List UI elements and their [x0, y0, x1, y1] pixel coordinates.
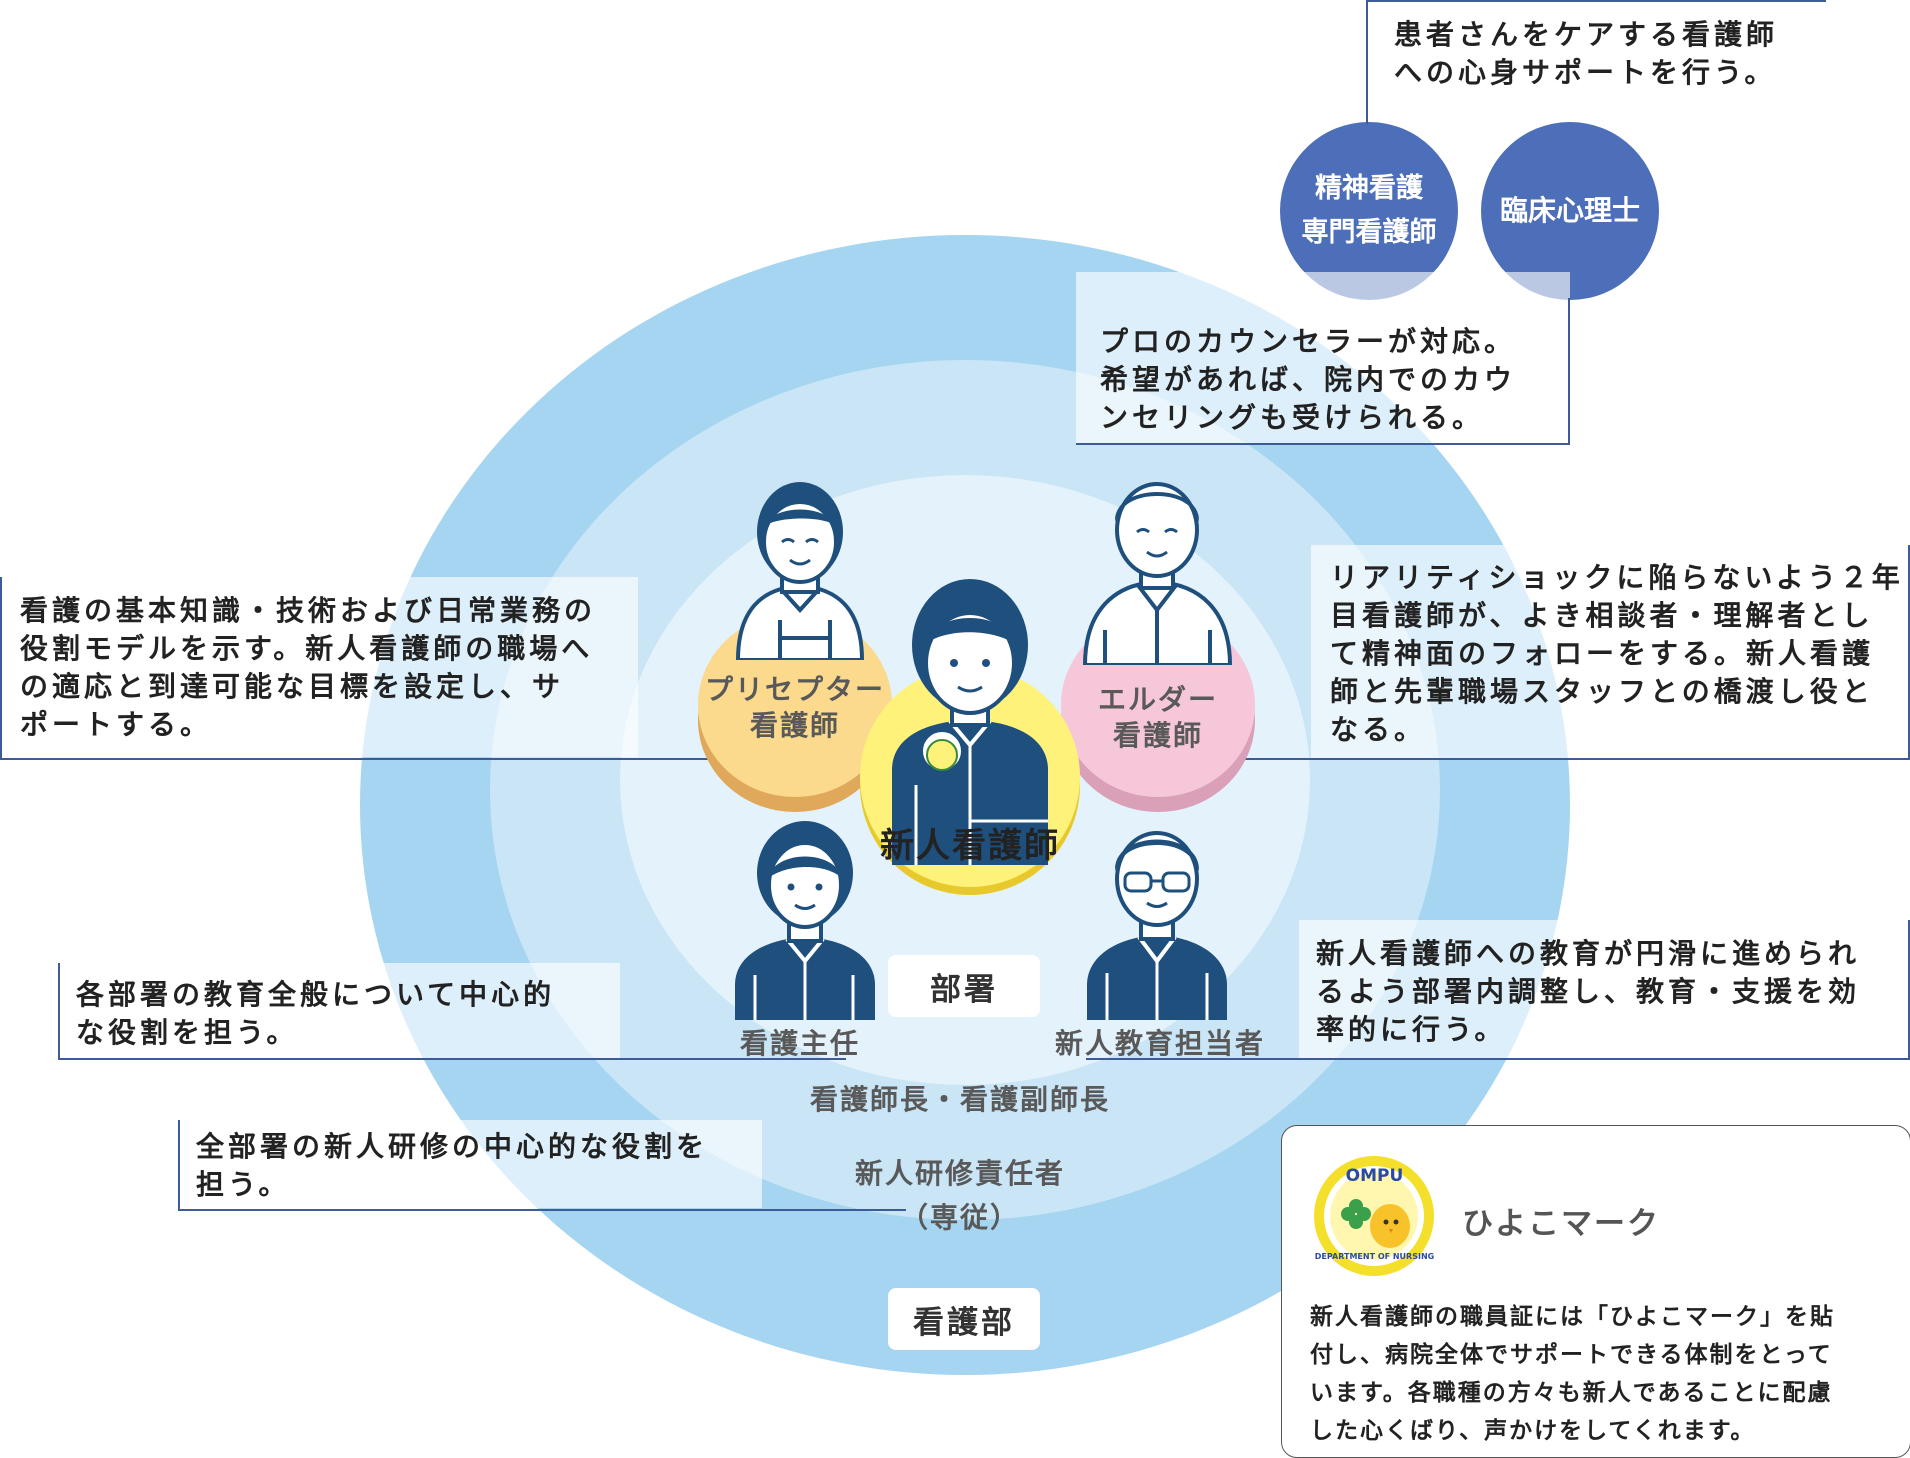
note-preceptor-bg	[0, 577, 638, 757]
note-preceptor-line-v	[0, 577, 2, 759]
educator-label: 新人教育担当者	[1054, 1027, 1265, 1060]
note-training: 全部署の新人研修の中心的な役割を 担う。	[196, 1130, 709, 1201]
hiyoko-badge-top: OMPU	[1345, 1166, 1404, 1186]
note-educator-bg	[1299, 920, 1910, 1058]
center-badge	[860, 579, 1080, 895]
elder-figure	[1082, 482, 1233, 665]
nursing-dept-label: 看護部	[888, 1288, 1040, 1350]
note-educator: 新人看護師への教育が円滑に進められ るよう部署内調整し、教育・支援を効 率的に行…	[1316, 937, 1861, 1046]
note-elder-line-v	[1908, 545, 1910, 759]
note-top-right-line-h	[1366, 0, 1826, 2]
note-training-line-v	[178, 1120, 180, 1210]
hiyoko-mark-icon	[1314, 1156, 1434, 1276]
note-elder-bg	[1311, 545, 1910, 758]
chief-figure	[735, 821, 875, 1020]
note-counselor-line-h	[1076, 443, 1570, 445]
psychologist-circle: 臨床心理士	[1481, 122, 1659, 300]
preceptor-figure	[735, 482, 865, 660]
elder-label: エルダー 看護師	[1097, 683, 1218, 752]
dept-label: 部署	[888, 955, 1040, 1017]
note-training-bg	[178, 1120, 762, 1208]
note-counselor-bg	[1076, 272, 1570, 444]
note-preceptor: 看護の基本知識・技術および日常業務の 役割モデルを示す。新人看護師の職場へ の適…	[20, 594, 597, 741]
note-training-line-h	[178, 1209, 906, 1211]
center-label: 新人看護師	[880, 826, 1060, 866]
note-chief-bg	[58, 963, 620, 1059]
note-educator-line-h	[1086, 1058, 1910, 1060]
training-label: 新人研修責任者 （専従）	[854, 1157, 1065, 1234]
hiyoko-title: ひよこマーク	[1462, 1206, 1660, 1242]
note-top-right: 患者さんをケアする看護師 への心身サポートを行う。	[1394, 18, 1779, 89]
note-top-right-bg	[1366, 0, 1826, 120]
note-counselor-line-v	[1568, 298, 1570, 444]
chief-label: 看護主任	[739, 1027, 860, 1060]
note-chief-line-h	[58, 1058, 846, 1060]
hiyoko-body: 新人看護師の職員証には「ひよこマーク」を貼 付し、病院全体でサポートできる体制を…	[1310, 1304, 1835, 1444]
note-top-right-line-v	[1366, 0, 1368, 124]
educator-figure	[1087, 831, 1227, 1020]
note-counselor: プロのカウンセラーが対応。 希望があれば、院内でのカウ ンセリングも受けられる。	[1100, 325, 1517, 434]
note-educator-line-v	[1908, 920, 1910, 1059]
hiyoko-legend: OMPU DEPARTMENT OF NURSING ひよこマーク 新人看護師の…	[1281, 1125, 1910, 1458]
note-chief-line-v	[58, 963, 60, 1059]
psych-nurse-circle: 精神看護 専門看護師	[1280, 122, 1458, 300]
hiyoko-badge-ring: DEPARTMENT OF NURSING	[1314, 1252, 1435, 1261]
note-chief: 各部署の教育全般について中心的 な役割を担う。	[76, 978, 556, 1049]
preceptor-label: プリセプター 看護師	[704, 673, 885, 742]
note-elder-line-h	[1082, 758, 1910, 760]
heads-label: 看護師長・看護副師長	[809, 1083, 1110, 1116]
note-elder: リアリティショックに陥らないよう２年 目看護師が、よき相談者・理解者とし て精神…	[1330, 561, 1904, 746]
note-preceptor-line-h	[0, 758, 858, 760]
